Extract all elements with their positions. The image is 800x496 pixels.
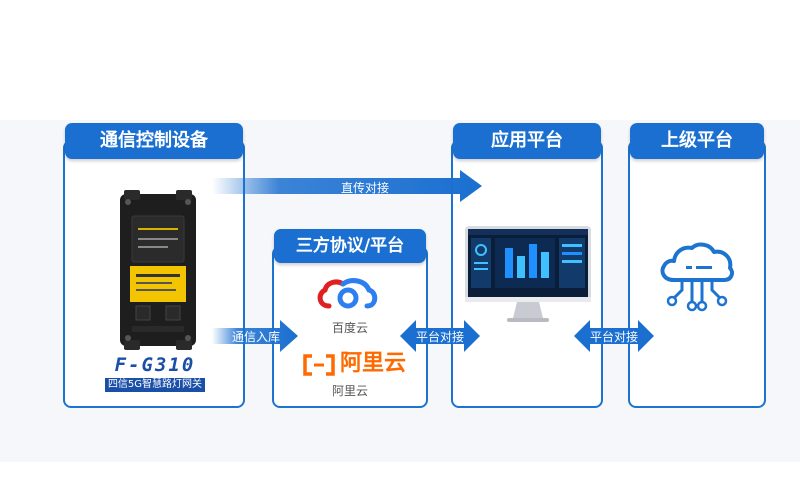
cloud-network-icon — [660, 242, 734, 312]
panel-upper-platform — [628, 140, 766, 408]
aliyun-caption: 阿里云 — [331, 384, 368, 398]
tag-upper-platform: 上级平台 — [630, 123, 764, 159]
device-model: F-G310 — [114, 354, 196, 376]
arrow-ingest — [212, 320, 298, 352]
tag-app-platform: 应用平台 — [453, 123, 601, 159]
arrow-platform-link-2-label: 平台对接 — [589, 330, 638, 344]
aliyun-bracket-icon — [303, 354, 335, 376]
arrow-platform-link-1-label: 平台对接 — [415, 330, 464, 344]
arrow-platform-link-1 — [400, 320, 480, 352]
monitor-dashboard-image — [465, 226, 591, 322]
aliyun-logo-text: 阿里云 — [340, 351, 407, 376]
arrow-platform-link-2 — [574, 320, 654, 352]
arrow-ingest-label: 通信入库 — [231, 330, 280, 344]
arrow-direct-label: 直传对接 — [340, 181, 389, 195]
tag-third-party: 三方协议/平台 — [274, 229, 426, 263]
arrow-direct — [212, 170, 482, 202]
device-subtitle: 四信5G智慧路灯网关 — [105, 378, 205, 392]
tag-comm-device: 通信控制设备 — [65, 123, 243, 159]
baidu-cloud-logo — [317, 278, 378, 309]
panel-third-party — [272, 246, 428, 408]
baidu-cloud-caption: 百度云 — [331, 321, 368, 335]
gateway-device-image — [120, 190, 196, 350]
